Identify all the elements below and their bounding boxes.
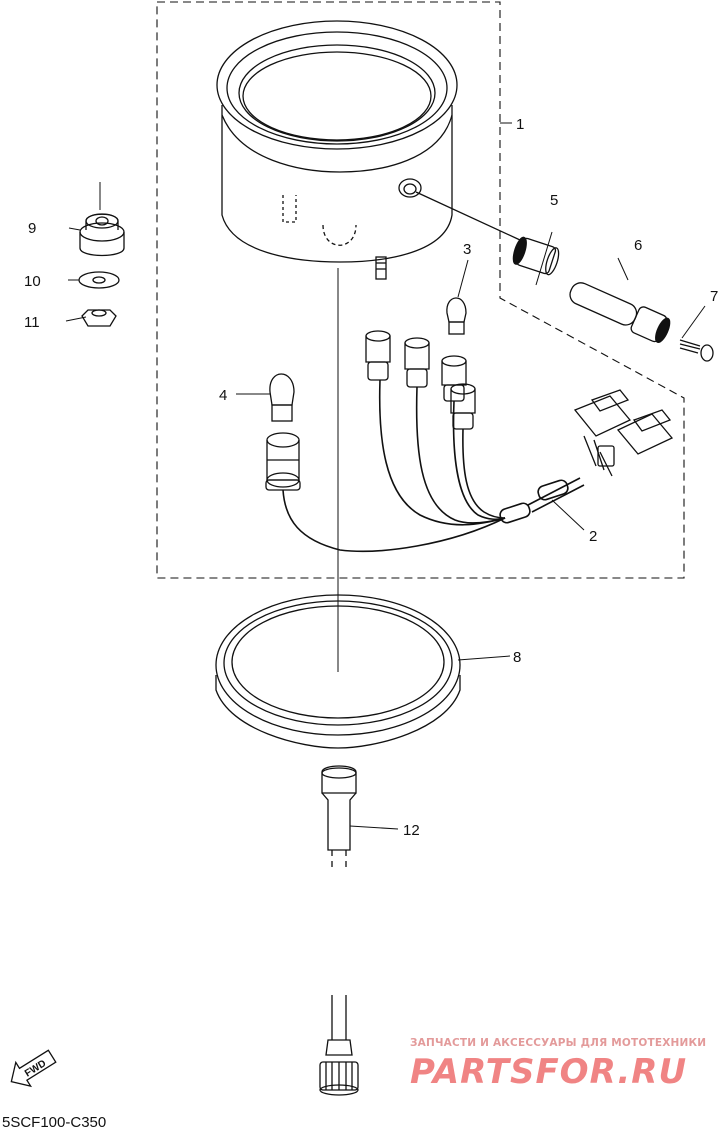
callout-2: 2 [589,528,597,545]
part-7-screw [679,339,714,362]
part-12-cable [319,765,359,1096]
part-11-nut [81,309,117,327]
watermark-tagline: ЗАПЧАСТИ И АКСЕССУАРЫ ДЛЯ МОТОТЕХНИКИ [410,1037,707,1049]
callout-5: 5 [550,192,558,209]
callout-8: 8 [513,649,521,666]
callout-7: 7 [710,288,718,305]
callout-leaders [65,122,706,830]
part-5-collar [512,236,560,276]
drawing-code: 5SCF100-C350 [2,1114,107,1131]
part-3-bulb [446,297,467,335]
harness-connectors [573,389,674,477]
callout-9: 9 [28,220,36,237]
part-10-washer [78,271,120,289]
part-4-bulb [269,373,295,422]
assembly-dashed-outline [156,1,685,579]
meter-housing [216,20,458,280]
callout-6: 6 [634,237,642,254]
fwd-arrow-icon: FWD [10,1049,57,1088]
callout-4: 4 [219,387,227,404]
part-9-grommet [79,213,125,257]
callout-12: 12 [403,822,420,839]
callout-10: 10 [24,273,41,290]
callout-3: 3 [463,241,471,258]
harness-wires [282,379,585,553]
harness-sockets [365,330,476,430]
callout-1: 1 [516,116,524,133]
part-4-socket [265,432,301,491]
watermark-brand-logo: PARTSFOR.RU [410,1052,688,1092]
part-8-gasket [215,594,461,749]
callout-11: 11 [24,314,40,331]
leader-housing-to-5 [415,191,521,241]
part-6-sleeve [569,282,671,344]
